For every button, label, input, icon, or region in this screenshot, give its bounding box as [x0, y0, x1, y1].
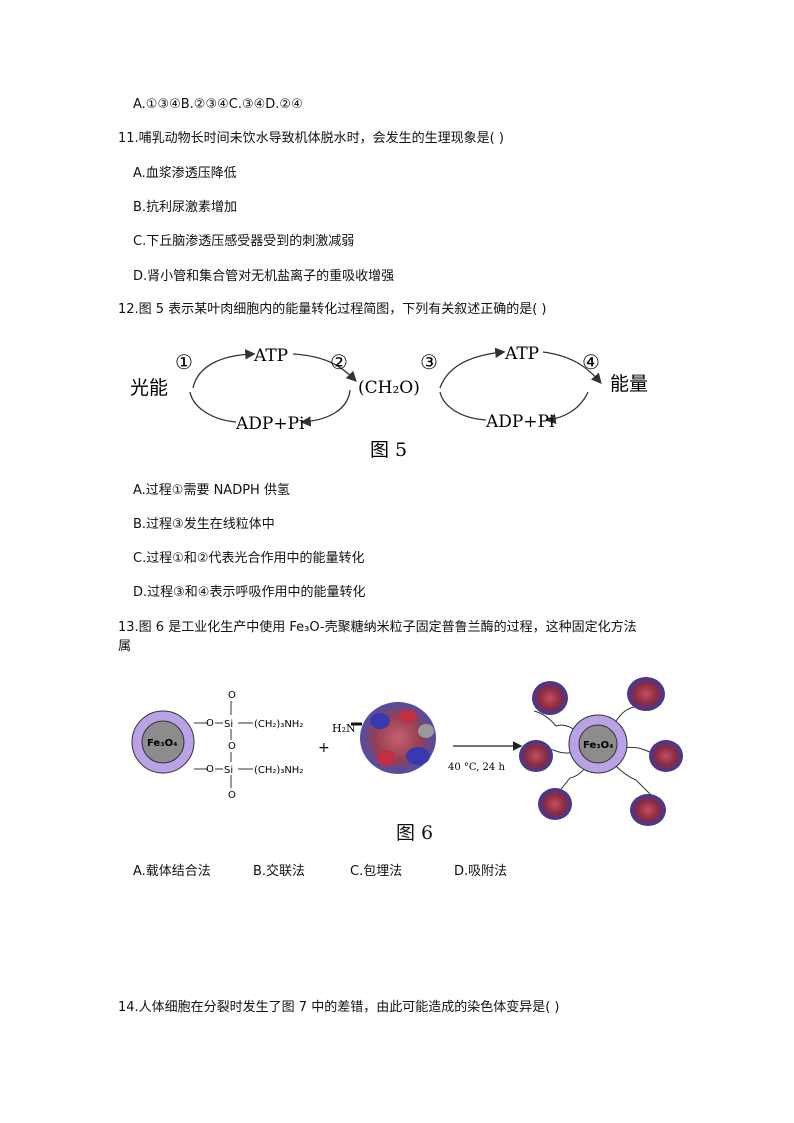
o-bottom: O — [228, 790, 236, 801]
cycle2-upper-arrow — [439, 347, 506, 389]
q12-option-c: C.过程①和②代表光合作用中的能量转化 — [133, 551, 365, 566]
cycle2-right-arrow — [542, 351, 602, 384]
adp-pi-label-2: ADP+Pi — [485, 412, 555, 432]
q13-option-d: D.吸附法 — [454, 864, 508, 879]
amine-chain-bottom: (CH₂)₃NH₂ — [254, 765, 303, 776]
nanoparticle-core — [141, 720, 185, 764]
energy-label: 能量 — [610, 373, 648, 395]
q11-stem: 11.哺乳动物长时间未饮水导致机体脱水时，会发生的生理现象是( ) — [118, 131, 504, 146]
q13-options: A.载体结合法 B.交联法 C.包埋法 D.吸附法 — [133, 863, 507, 881]
atp-label-1: ATP — [253, 346, 288, 366]
reaction-condition: 40 °C, 24 h — [448, 762, 505, 773]
figure-5-energy-diagram: 光能 ① ATP ② ADP+Pi (CH₂O) ③ ATP ④ ADP+Pi … — [130, 344, 648, 461]
ch2o-label: (CH₂O) — [358, 378, 420, 398]
si-bottom: Si — [224, 765, 233, 776]
q13-stem-line2: 属 — [118, 639, 132, 654]
q11-option-c: C.下丘脑渗透压感受器受到的刺激减弱 — [133, 234, 355, 249]
immobilized-enzyme-product — [519, 677, 683, 826]
cycle1-left-arc — [189, 391, 237, 423]
q11-option-d: D.肾小管和集合管对无机盐离子的重吸收增强 — [133, 269, 395, 284]
q10-options: A.①③④B.②③④C.③④D.②④ — [133, 97, 303, 112]
adp-pi-label-1: ADP+Pi — [235, 414, 305, 434]
si-top: Si — [224, 719, 233, 730]
q13-option-a: A.载体结合法 — [133, 864, 211, 879]
q14-stem: 14.人体细胞在分裂时发生了图 7 中的差错，由此可能造成的染色体变异是( ) — [118, 1000, 560, 1015]
q13-option-c: C.包埋法 — [350, 864, 403, 879]
cycle1-right-arrow — [292, 353, 357, 382]
q12-option-a: A.过程①需要 NADPH 供氢 — [133, 483, 290, 498]
o-top: O — [228, 690, 236, 701]
plus-sign: + — [318, 740, 330, 756]
enzyme-molecule — [360, 702, 436, 774]
light-energy-label: 光能 — [130, 377, 168, 399]
cycle1-upper-arrow — [192, 349, 256, 389]
q12-stem: 12.图 5 表示某叶肉细胞内的能量转化过程简图，下列有关叙述正确的是( ) — [118, 302, 547, 317]
q12-option-d: D.过程③和④表示呼吸作用中的能量转化 — [133, 585, 366, 600]
q11-option-b: B.抗利尿激素增加 — [133, 200, 238, 215]
o-left-bottom: O — [206, 764, 214, 775]
cycle1-lower-arrow — [300, 389, 351, 427]
process-4-marker: ④ — [582, 350, 600, 374]
figure-6-caption: 图 6 — [396, 822, 434, 844]
o-left-top: O — [206, 718, 214, 729]
core-label-product: Fe₃O₄ — [583, 740, 613, 751]
atp-label-2: ATP — [504, 344, 539, 364]
core-label: Fe₃O₄ — [147, 738, 177, 749]
q13-stem-line1: 13.图 6 是工业化生产中使用 Fe₃O-壳聚糖纳米粒子固定普鲁兰酶的过程，这… — [118, 620, 637, 635]
h2n-label: H₂N — [332, 722, 356, 735]
q12-option-b: B.过程③发生在线粒体中 — [133, 517, 275, 532]
cycle2-left-arc — [439, 391, 487, 421]
q13-option-b: B.交联法 — [253, 864, 306, 879]
cycle2-lower-arrow — [545, 391, 589, 425]
process-3-marker: ③ — [420, 350, 438, 374]
q11-option-a: A.血浆渗透压降低 — [133, 166, 237, 181]
o-middle: O — [228, 741, 236, 752]
process-2-marker: ② — [330, 350, 348, 374]
figure-6-immobilization-diagram: Fe₃O₄ O O Si Si O O O (CH₂)₃NH₂ (CH₂)₃NH… — [131, 677, 683, 826]
figure-5-caption: 图 5 — [370, 439, 407, 461]
amine-chain-top: (CH₂)₃NH₂ — [254, 719, 303, 730]
process-1-marker: ① — [175, 350, 193, 374]
